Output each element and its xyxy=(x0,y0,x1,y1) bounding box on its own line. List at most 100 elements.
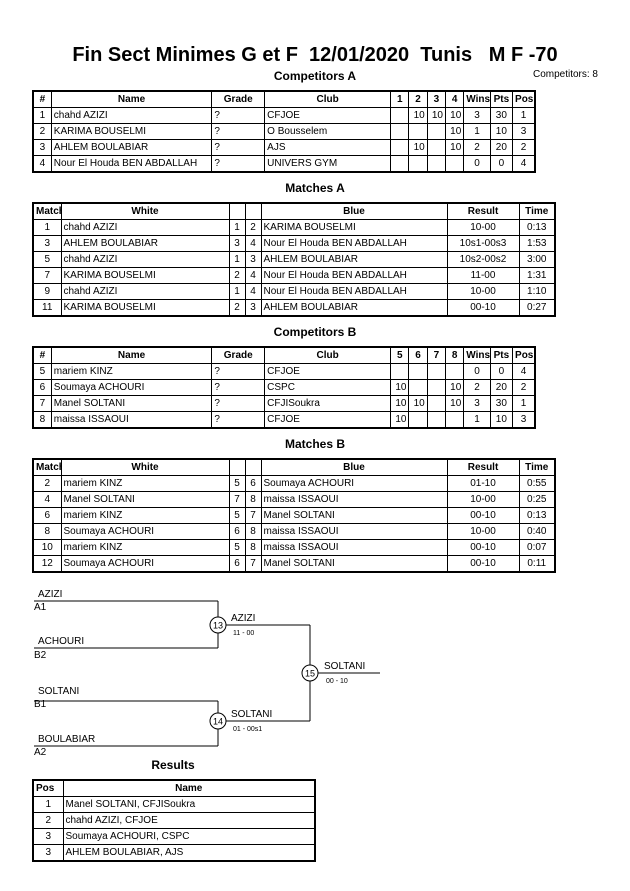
table-cell: mariem KINZ xyxy=(60,475,230,492)
table-cell: maissa ISSAOUI xyxy=(260,491,448,508)
table-cell: maissa ISSAOUI xyxy=(50,411,213,429)
header-cell: Grade xyxy=(211,346,266,364)
table-cell: chahd AZIZI, CFJOE xyxy=(62,812,316,829)
header-cell: Grade xyxy=(211,90,266,108)
table-cell: chahd AZIZI xyxy=(60,219,230,236)
table-cell: 01-10 xyxy=(446,475,520,492)
header-cell: White xyxy=(60,202,230,220)
header-cell: 7 xyxy=(426,346,447,364)
table-cell: 8 xyxy=(244,539,262,556)
table-cell: KARIMA BOUSELMI xyxy=(260,219,448,236)
table-cell: 3 xyxy=(512,411,536,429)
header-cell xyxy=(228,202,246,220)
bracket-seed-2: B2 xyxy=(34,650,47,661)
table-cell: 7 xyxy=(32,395,52,412)
bracket-player-2: ACHOURI xyxy=(38,636,84,647)
table-cell: AHLEM BOULABIAR, AJS xyxy=(62,844,316,862)
table-cell: 0 xyxy=(463,363,491,380)
header-cell: Club xyxy=(264,90,392,108)
table-cell: 3:00 xyxy=(518,251,556,268)
match-13-winner: AZIZI xyxy=(231,613,255,624)
header-cell: Pos xyxy=(512,90,536,108)
table-cell: 6 xyxy=(32,379,52,396)
table-cell: 11 xyxy=(32,299,62,317)
match-14-score: 01 - 00s1 xyxy=(233,726,262,733)
header-cell: 4 xyxy=(444,90,465,108)
table-cell: KARIMA BOUSELMI xyxy=(60,299,230,317)
header-cell: 3 xyxy=(426,90,447,108)
table-cell: 10 xyxy=(444,379,465,396)
table-cell: Manel SOLTANI, CFJISoukra xyxy=(62,796,316,813)
bracket-player-3: SOLTANI xyxy=(38,686,79,697)
table-cell: 3 xyxy=(463,107,491,124)
table-cell: 4 xyxy=(244,235,262,252)
table-cell: ? xyxy=(211,139,266,156)
table-cell: ? xyxy=(211,155,266,173)
table-cell: 10 xyxy=(489,411,514,429)
table-cell: 3 xyxy=(244,299,262,317)
table-cell: 3 xyxy=(32,844,64,862)
table-cell: 6 xyxy=(228,555,246,573)
table-cell: Nour El Houda BEN ABDALLAH xyxy=(260,235,448,252)
table-cell: 2 xyxy=(32,475,62,492)
header-cell: 5 xyxy=(390,346,410,364)
table-cell xyxy=(444,363,465,380)
table-cell: CFJOE xyxy=(264,107,392,124)
table-cell: 11-00 xyxy=(446,267,520,284)
table-cell xyxy=(426,363,447,380)
table-cell: 10 xyxy=(390,379,410,396)
table-cell xyxy=(444,155,465,173)
table-cell: 10 xyxy=(390,411,410,429)
table-cell: 0 xyxy=(489,363,514,380)
header-cell: Time xyxy=(518,202,556,220)
table-cell xyxy=(426,123,447,140)
table-cell: chahd AZIZI xyxy=(50,107,213,124)
table-cell: Manel SOLTANI xyxy=(60,491,230,508)
match-15-score: 00 - 10 xyxy=(326,678,348,685)
table-cell: 2 xyxy=(463,139,491,156)
table-cell: Nour El Houda BEN ABDALLAH xyxy=(260,267,448,284)
table-cell: mariem KINZ xyxy=(60,507,230,524)
table-cell xyxy=(408,123,428,140)
table-cell: 3 xyxy=(463,395,491,412)
table-cell: mariem KINZ xyxy=(60,539,230,556)
table-cell: 10 xyxy=(444,139,465,156)
table-cell: 20 xyxy=(489,139,514,156)
table-cell: 10 xyxy=(444,395,465,412)
table-cell: 10s2-00s2 xyxy=(446,251,520,268)
table-cell: chahd AZIZI xyxy=(60,283,230,300)
table-cell: 10-00 xyxy=(446,491,520,508)
table-cell: 30 xyxy=(489,107,514,124)
match-13-number: 13 xyxy=(213,621,223,631)
header-cell: Time xyxy=(518,458,556,476)
table-cell: 6 xyxy=(32,507,62,524)
table-cell: 2 xyxy=(512,379,536,396)
header-cell: Pts xyxy=(489,90,514,108)
table-cell: 10 xyxy=(408,395,428,412)
table-cell: 10 xyxy=(32,539,62,556)
table-cell xyxy=(444,411,465,429)
table-cell: AHLEM BOULABIAR xyxy=(260,299,448,317)
table-cell: 0:40 xyxy=(518,523,556,540)
header-cell: Pos xyxy=(32,779,64,797)
table-cell: 5 xyxy=(32,251,62,268)
header-row: MatchWhiteBlueResultTime xyxy=(32,202,556,220)
table-cell: AHLEM BOULABIAR xyxy=(60,235,230,252)
table-cell xyxy=(408,379,428,396)
table-cell: UNIVERS GYM xyxy=(264,155,392,173)
table-cell: 1 xyxy=(512,395,536,412)
